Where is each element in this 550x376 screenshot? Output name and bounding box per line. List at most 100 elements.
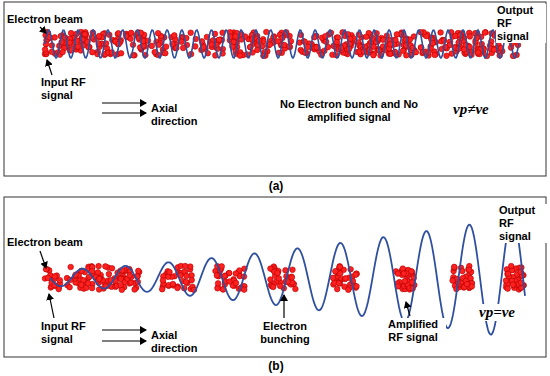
rf-wave [45,30,520,58]
panel-frame [4,197,546,357]
electron [505,271,511,277]
electron [96,33,102,39]
electron [85,281,91,287]
electron [184,273,190,279]
electron [42,47,48,53]
output-label: Output RF signal [496,4,546,43]
electron [52,274,58,280]
electron [469,284,475,290]
electron [438,30,444,36]
panel-caption: (a) [255,180,297,193]
electron [277,283,283,289]
electron [337,264,343,270]
electron [483,30,489,36]
electron [491,47,497,53]
electron [219,264,225,270]
electron [241,287,247,293]
electron [409,269,415,275]
electron [52,35,58,41]
electron [68,264,74,270]
electron [95,270,101,276]
electron [342,276,348,282]
electron [60,49,66,55]
electron [155,30,161,36]
amplified-label: Amplified RF signal [380,318,446,344]
electron [57,278,63,284]
electron [209,42,215,48]
velocity-condition: vp=ve [478,304,516,321]
electron [466,267,472,273]
electron [289,275,295,281]
electron [182,263,188,269]
electron [508,263,514,269]
electron [149,43,155,49]
electron [334,286,340,292]
input-label: Input RF signal [40,76,94,102]
electron [354,271,360,277]
electron [482,30,488,36]
electron [275,270,281,276]
direction-label: Axial direction [150,102,212,128]
electron [188,30,194,36]
electron [163,44,169,50]
electron [189,277,195,283]
electron [461,47,467,53]
electron [183,279,189,285]
electron [96,263,102,269]
electron [227,279,233,285]
electron [289,274,295,280]
electron [128,30,134,36]
electron [79,282,85,288]
electron [97,276,103,282]
electron [444,53,450,59]
output-label: Output RF signal [498,204,547,243]
electron [268,277,274,283]
electron [293,286,299,292]
electron [106,271,112,277]
electron [103,264,109,270]
electron [343,276,349,282]
electron [450,278,456,284]
electron [276,276,282,282]
electron [432,52,438,58]
electron [334,39,340,45]
electron [371,52,377,58]
electron [354,284,360,290]
electron [503,278,509,284]
leader-arrows [40,27,526,341]
amplified-rf-wave [50,218,525,335]
electron [118,51,124,57]
electron [402,278,408,284]
electron [128,36,134,42]
electron [188,264,194,270]
electron [237,53,243,59]
electron [223,273,229,279]
electron [163,50,169,56]
electron [216,37,222,43]
electron [451,264,457,270]
electron [233,271,239,277]
electron [172,33,178,39]
electron [132,287,138,293]
electron [467,34,473,40]
electron [118,282,124,288]
electron [90,49,96,55]
electron [337,264,343,270]
electron [83,32,89,38]
electron [270,284,276,290]
electron [401,271,407,277]
electron [136,268,142,274]
electron [394,32,400,38]
electron [254,47,260,53]
note-label: No Electron bunch and No amplified signa… [268,98,430,124]
electron [475,50,481,56]
beam-label: Electron beam [6,236,84,249]
electron [170,281,176,287]
electron [452,265,458,271]
electron [409,269,415,275]
electron [505,286,511,292]
electron [68,30,74,36]
electron [275,39,281,45]
electron [215,281,221,287]
electron [233,34,239,40]
